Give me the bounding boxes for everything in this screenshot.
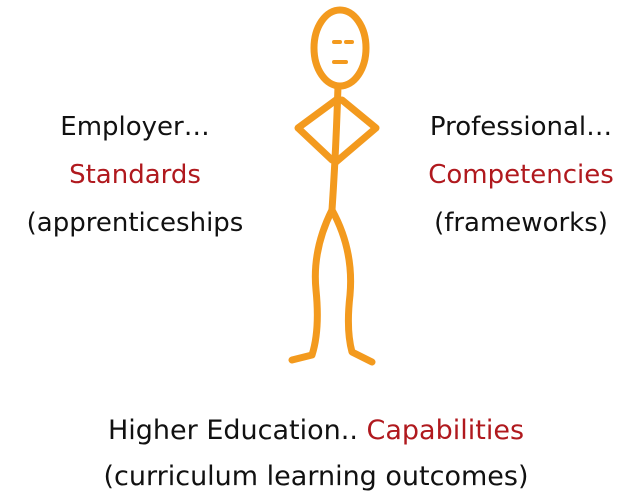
left-leg bbox=[288, 206, 336, 364]
apprenticeships-label: (apprenticeships bbox=[26, 208, 244, 238]
professional-heading: Professional… bbox=[429, 112, 613, 142]
frameworks-label: (frameworks) bbox=[434, 208, 608, 238]
higher-education-heading: Higher Education.. bbox=[107, 415, 367, 446]
competencies-label: Competencies bbox=[428, 160, 614, 190]
right-leg bbox=[328, 206, 376, 366]
professional-label-group: Professional… Competencies (frameworks) bbox=[410, 103, 632, 247]
left-arm bbox=[294, 96, 340, 164]
learning-outcomes-label: (curriculum learning outcomes) bbox=[103, 461, 529, 492]
capabilities-label: Capabilities bbox=[366, 415, 525, 446]
higher-education-line: Higher Education.. Capabilities bbox=[0, 408, 632, 454]
standards-label: Standards bbox=[69, 160, 201, 190]
employer-label-group: Employer… Standards (apprenticeships bbox=[10, 103, 260, 247]
stick-figure-icon bbox=[288, 6, 380, 366]
higher-education-label-group: Higher Education.. Capabilities (curricu… bbox=[0, 408, 632, 500]
right-arm bbox=[332, 96, 380, 166]
head bbox=[310, 6, 370, 90]
employer-heading: Employer… bbox=[60, 112, 210, 142]
